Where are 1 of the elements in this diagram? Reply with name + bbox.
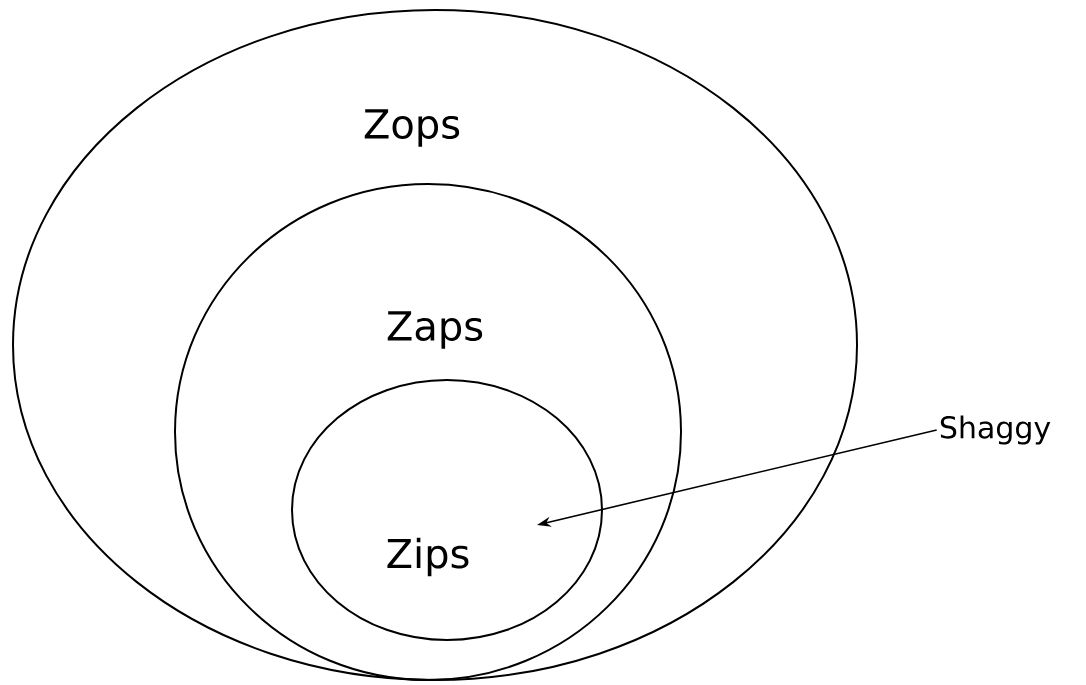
label-text: Shaggy — [940, 415, 1051, 445]
